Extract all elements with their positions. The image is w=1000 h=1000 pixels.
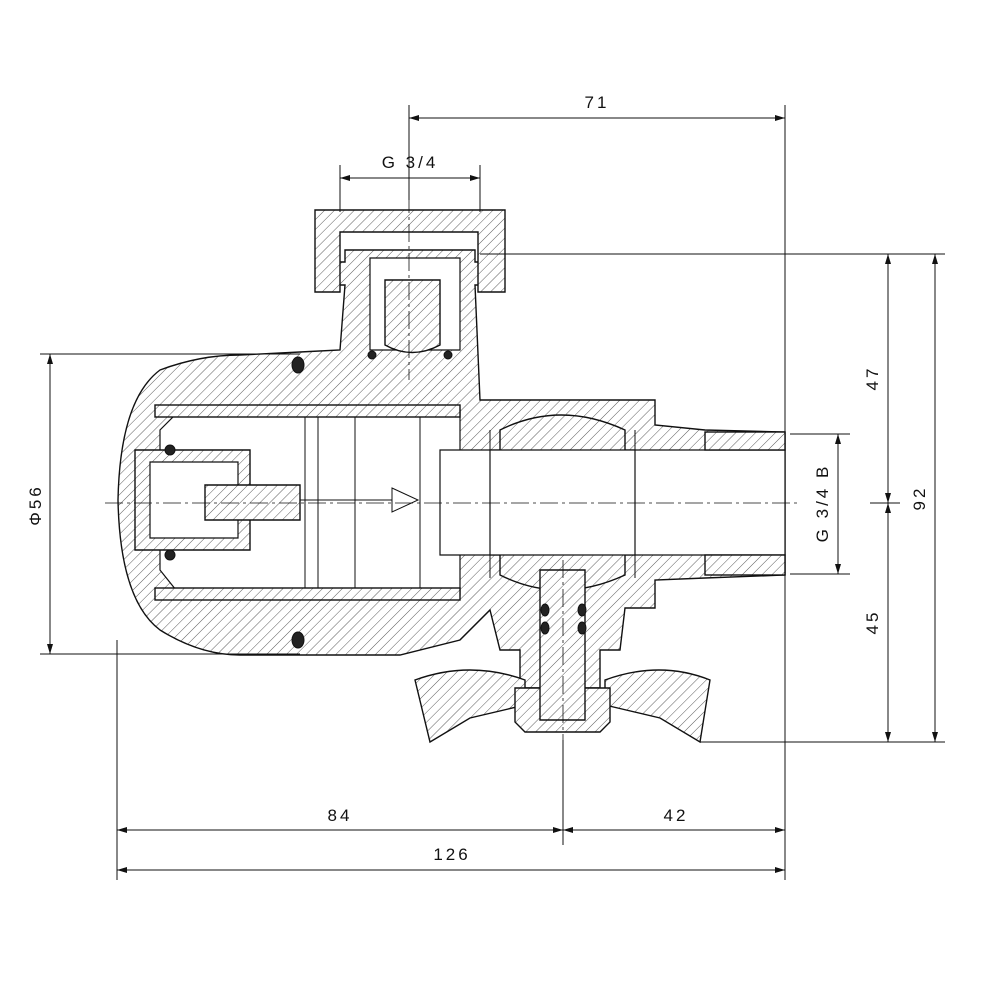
- dim-left-length: 84: [328, 806, 353, 825]
- dim-top-thread: G 3/4: [382, 153, 439, 172]
- dim-right-length: 42: [664, 806, 689, 825]
- dim-outlet-thread: G 3/4 B: [813, 464, 832, 543]
- dim-total-height: 92: [910, 486, 929, 511]
- dim-diameter: Φ56: [26, 484, 45, 525]
- dimension-lines: [47, 115, 938, 873]
- dim-top-offset: 71: [585, 93, 610, 112]
- valve-body: [117, 209, 786, 744]
- dim-upper-height: 47: [863, 366, 882, 391]
- dim-total-length: 126: [433, 845, 470, 864]
- dim-lower-height: 45: [863, 610, 882, 635]
- centerlines: [105, 195, 800, 760]
